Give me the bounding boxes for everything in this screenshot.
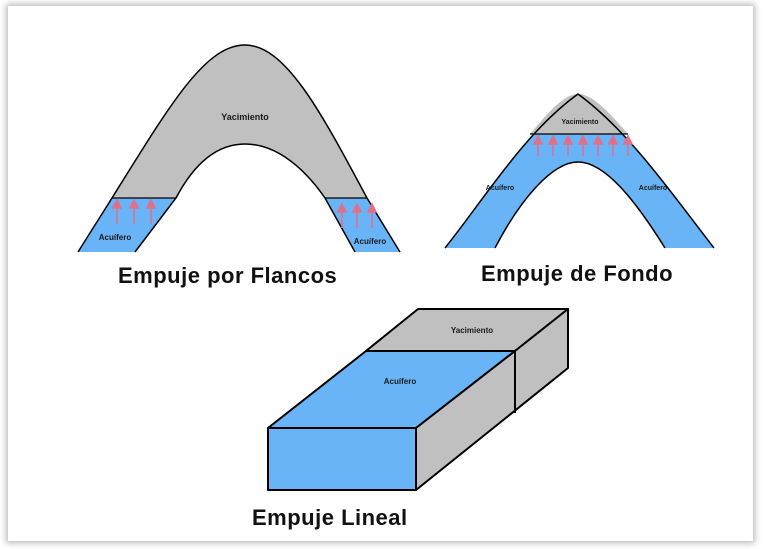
flank-inner-boundary bbox=[134, 143, 356, 253]
flank-aquifer-label-right: Acuífero bbox=[354, 237, 387, 246]
bottom-aquifer bbox=[445, 94, 714, 248]
linear-aquifer-label: Acuífero bbox=[384, 377, 417, 386]
flank-aquifer-left bbox=[78, 198, 176, 252]
linear-aquifer-front bbox=[267, 427, 417, 491]
flank-drive-caption: Empuje por Flancos bbox=[118, 263, 338, 288]
bottom-inner-boundary bbox=[494, 161, 666, 249]
linear-drive-diagram: Yacimiento Acuífero bbox=[267, 308, 569, 491]
bottom-aquifer-label-right: Acuífero bbox=[639, 185, 667, 192]
linear-reservoir-label: Yacimiento bbox=[451, 326, 493, 335]
linear-drive-caption: Empuje Lineal bbox=[252, 505, 408, 530]
bottom-aquifer-label-left: Acuífero bbox=[486, 185, 514, 192]
flank-outer-boundary bbox=[77, 44, 401, 253]
flank-aquifer-label-left: Acuífero bbox=[99, 233, 132, 242]
bottom-drive-diagram: Yacimiento Acuífero Acuífero bbox=[444, 93, 715, 249]
bottom-outer-boundary bbox=[444, 93, 715, 249]
bottom-reservoir-label: Yacimiento bbox=[562, 119, 599, 126]
flank-reservoir-label: Yacimiento bbox=[221, 112, 269, 122]
bottom-drive-caption: Empuje de Fondo bbox=[481, 261, 674, 286]
flank-reservoir bbox=[112, 45, 367, 198]
flank-drive-diagram: Yacimiento Acuífero Acuífero bbox=[77, 44, 401, 253]
bottom-reservoir bbox=[530, 94, 628, 134]
bottom-water-arrows bbox=[532, 134, 634, 156]
flank-water-arrows bbox=[111, 198, 378, 228]
